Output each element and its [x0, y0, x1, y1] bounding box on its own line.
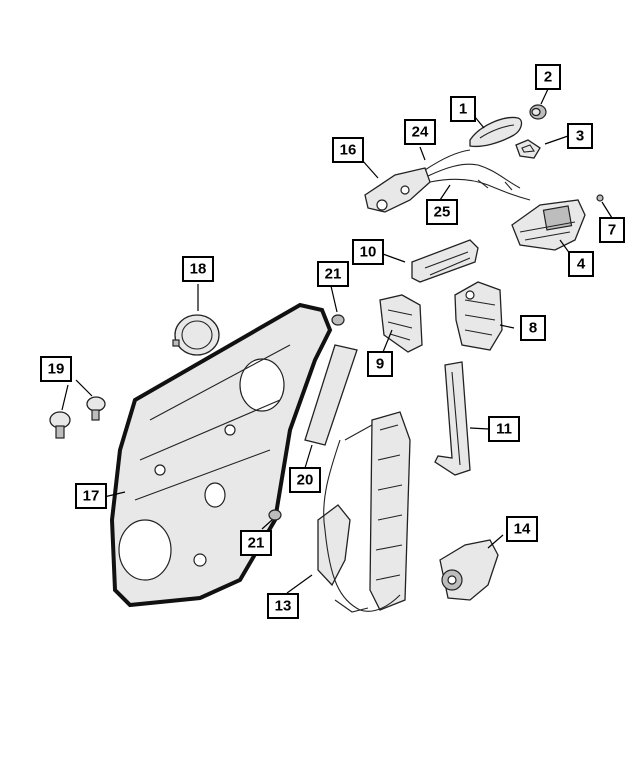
part-exterior-handle	[469, 116, 523, 148]
callout-10: 10	[352, 239, 384, 265]
part-door-panel-17	[109, 302, 333, 608]
part-bracket-10	[411, 239, 479, 283]
part-plugs-19	[49, 396, 106, 439]
callout-label-16: 16	[340, 142, 357, 159]
callout-label-24: 24	[412, 124, 429, 141]
part-water-shield-20	[304, 344, 358, 446]
part-latch-bracket-8	[454, 281, 503, 351]
callout-1: 1	[450, 96, 476, 122]
part-handle-carrier	[364, 149, 531, 213]
callout-19: 19	[40, 356, 72, 382]
part-cylinder-bezel	[529, 104, 547, 120]
part-rail-11	[434, 361, 471, 476]
callout-21-lower: 21	[240, 530, 272, 556]
callout-21-upper: 21	[317, 261, 349, 287]
callout-label-25: 25	[434, 204, 451, 221]
callout-label-3: 3	[576, 128, 584, 145]
callout-24: 24	[404, 119, 436, 145]
part-motor-14	[439, 539, 499, 601]
callout-14: 14	[506, 516, 538, 542]
callout-label-10: 10	[360, 244, 377, 261]
callout-label-8: 8	[529, 320, 537, 337]
callout-8: 8	[520, 315, 546, 341]
callout-label-1: 1	[459, 101, 467, 118]
callout-label-11: 11	[496, 421, 512, 438]
callout-label-19: 19	[48, 361, 65, 378]
callout-11: 11	[488, 416, 520, 442]
callout-label-14: 14	[514, 521, 531, 538]
callout-label-13: 13	[275, 598, 292, 615]
callout-18: 18	[182, 256, 214, 282]
callout-17: 17	[75, 483, 107, 509]
callout-3: 3	[567, 123, 593, 149]
callout-9: 9	[367, 351, 393, 377]
part-window-regulator-13	[317, 411, 411, 613]
callout-20: 20	[289, 467, 321, 493]
callout-label-9: 9	[376, 356, 384, 373]
callout-2: 2	[535, 64, 561, 90]
callout-label-2: 2	[544, 69, 552, 86]
callout-label-20: 20	[297, 472, 314, 489]
callout-label-21-lower: 21	[248, 535, 265, 552]
callout-label-17: 17	[83, 488, 100, 505]
callout-4: 4	[568, 251, 594, 277]
part-lock-module-9	[379, 294, 423, 353]
callout-7: 7	[599, 217, 625, 243]
part-speaker-cover-18	[172, 314, 220, 356]
callout-25: 25	[426, 199, 458, 225]
callout-label-7: 7	[608, 222, 616, 239]
callout-16: 16	[332, 137, 364, 163]
part-fastener-7	[596, 194, 604, 202]
part-gasket	[515, 139, 541, 159]
callout-label-18: 18	[190, 261, 207, 278]
callout-label-21-upper: 21	[325, 266, 342, 283]
callout-13: 13	[267, 593, 299, 619]
part-latch	[511, 199, 586, 251]
part-clips-21	[268, 314, 345, 521]
leader-lines	[61, 88, 613, 594]
callout-label-4: 4	[577, 256, 586, 273]
